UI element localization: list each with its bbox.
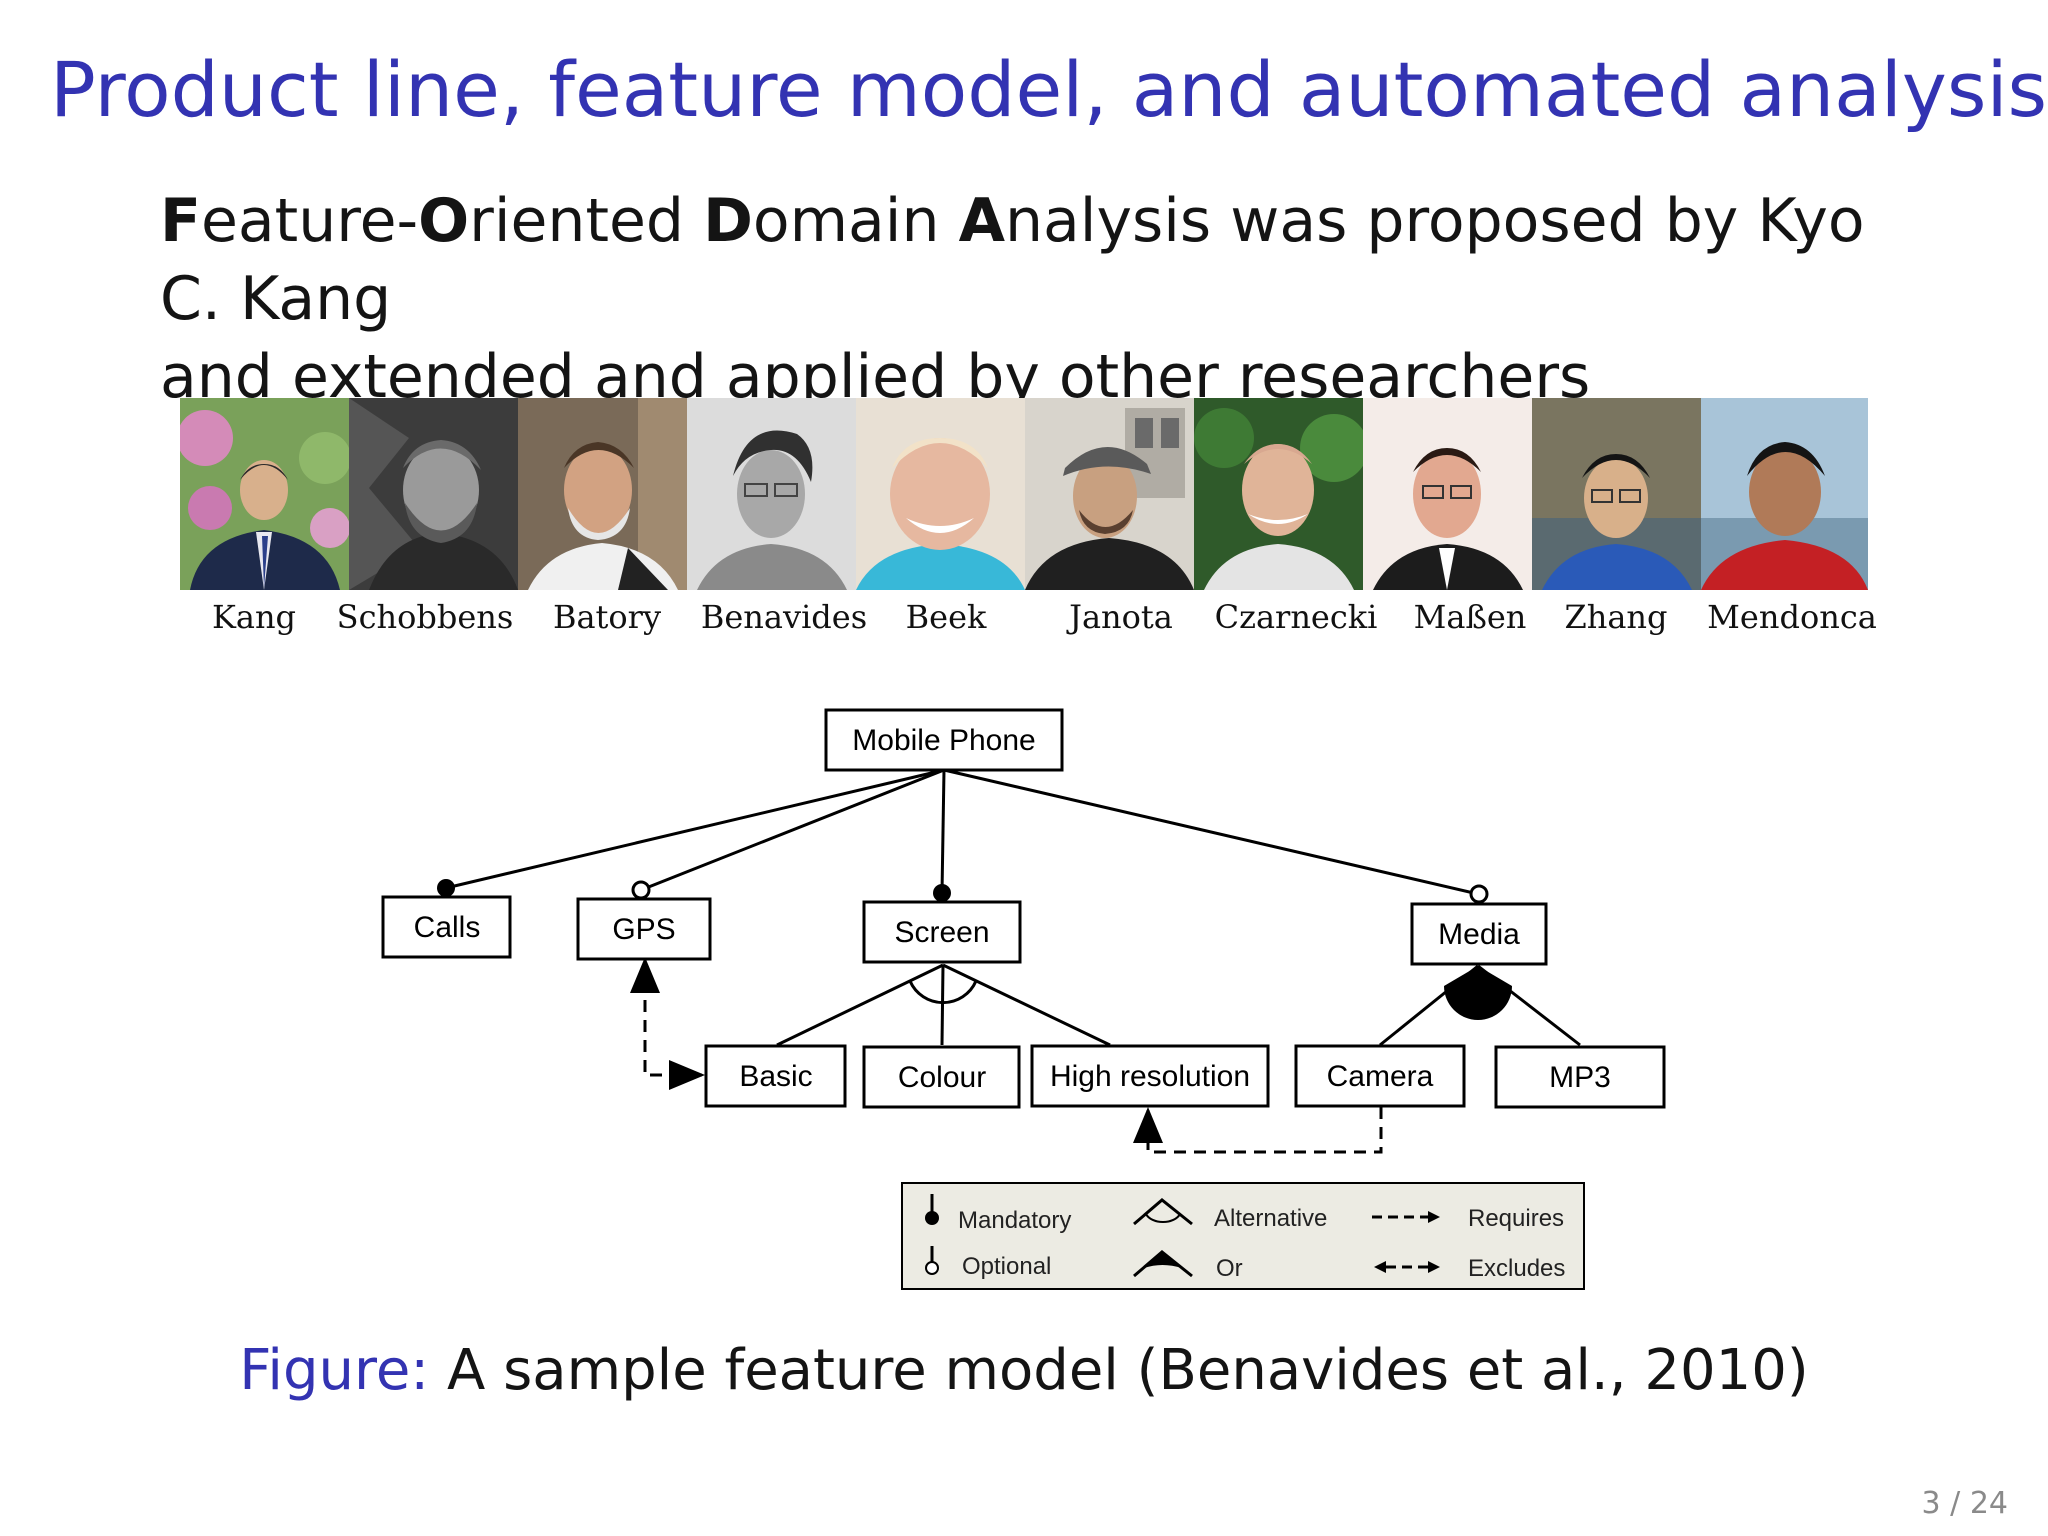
researcher-name: Mendonca [1707, 598, 1877, 636]
page-number: 3 / 24 [1921, 1486, 2008, 1521]
intro-text: riented [469, 186, 704, 256]
researcher-photos [180, 398, 1868, 590]
svg-text:Calls: Calls [414, 911, 481, 944]
figure-caption-text: A sample feature model (Benavides et al.… [446, 1338, 1809, 1403]
feature-media: Media [1410, 902, 1548, 966]
requires-legend-icon [1372, 1211, 1440, 1223]
mandatory-legend-icon [925, 1194, 939, 1225]
researcher-name: Janota [1069, 598, 1173, 636]
researcher-photo [1363, 398, 1532, 590]
legend-requires-label: Requires [1468, 1205, 1564, 1232]
tree-edges [445, 768, 1581, 1047]
feature-high-resolution: High resolution [1030, 1044, 1270, 1108]
alternative-legend-icon [1133, 1198, 1193, 1226]
svg-text:Camera: Camera [1327, 1060, 1434, 1093]
researcher-name: Batory [552, 598, 662, 636]
optional-marker [1469, 884, 1489, 904]
mandatory-marker [933, 884, 951, 902]
researcher-photo [180, 398, 349, 590]
svg-text:High resolution: High resolution [1050, 1060, 1250, 1093]
legend-alternative-label: Alternative [1214, 1205, 1327, 1232]
intro-initial-f: F [160, 186, 201, 256]
feature-mp3: MP3 [1494, 1045, 1666, 1109]
feature-colour: Colour [862, 1045, 1021, 1109]
feature-camera: Camera [1294, 1044, 1466, 1108]
svg-text:Mobile Phone: Mobile Phone [852, 724, 1035, 757]
figure-caption-label: Figure: [239, 1338, 430, 1403]
svg-text:Basic: Basic [739, 1060, 812, 1093]
researcher-photo [1532, 398, 1701, 590]
alternative-group-arc [908, 980, 978, 1005]
feature-screen: Screen [862, 900, 1022, 964]
optional-legend-icon [925, 1246, 939, 1275]
feature-basic: Basic [704, 1044, 847, 1108]
intro-paragraph: Feature-Oriented Domain Analysis was pro… [160, 182, 1880, 416]
researcher-photo [1025, 398, 1194, 590]
legend-mandatory-label: Mandatory [958, 1207, 1071, 1234]
or-legend-icon [1133, 1250, 1193, 1278]
researcher-name: Zhang [1564, 598, 1668, 636]
svg-text:Media: Media [1438, 918, 1520, 951]
intro-initial-o: O [418, 186, 470, 256]
researcher-names: Kang Schobbens Batory Benavides Beek Jan… [180, 598, 1900, 638]
intro-initial-a: A [958, 186, 1006, 256]
feature-calls: Calls [381, 895, 512, 959]
figure-caption: Figure: A sample feature model (Benavide… [0, 1338, 2048, 1403]
or-group-arc [1444, 966, 1512, 1020]
svg-text:MP3: MP3 [1549, 1061, 1611, 1094]
legend-or-label: Or [1216, 1255, 1243, 1282]
feature-mobile-phone: Mobile Phone [824, 708, 1064, 772]
researcher-photo [518, 398, 687, 590]
svg-text:GPS: GPS [612, 913, 675, 946]
slide-title: Product line, feature model, and automat… [50, 45, 2048, 134]
feature-model-diagram: Mobile Phone Calls GPS Screen Media Basi… [381, 708, 1666, 1290]
intro-text: eature- [201, 186, 419, 256]
researcher-photo [1701, 398, 1868, 590]
legend-optional-label: Optional [962, 1253, 1051, 1280]
svg-text:Screen: Screen [894, 916, 989, 949]
legend-excludes-label: Excludes [1468, 1255, 1565, 1282]
researcher-name: Beek [905, 598, 987, 636]
intro-text: nalysis was proposed by Kyo C. Kang [160, 186, 1865, 334]
intro-initial-d: D [703, 186, 753, 256]
researcher-photo [349, 398, 518, 590]
researcher-photo [856, 398, 1025, 590]
researcher-name: Kang [211, 598, 297, 636]
excludes-arrow [1146, 1107, 1383, 1154]
requires-arrow [643, 960, 705, 1090]
diagram-legend: Mandatory Optional Alternative Or Requir… [901, 1182, 1585, 1290]
feature-gps: GPS [576, 897, 712, 961]
intro-text: omain [752, 186, 959, 256]
svg-text:Colour: Colour [898, 1061, 986, 1094]
researcher-name: Schobbens [336, 598, 514, 636]
optional-marker [631, 880, 651, 900]
excludes-legend-icon [1374, 1261, 1440, 1273]
mandatory-marker [437, 879, 455, 897]
researcher-name: Czarnecki [1214, 598, 1378, 636]
researcher-name: Benavides [700, 598, 868, 636]
intro-line-1: Feature-Oriented Domain Analysis was pro… [160, 182, 1880, 338]
researcher-photo [687, 398, 856, 590]
researcher-photo [1194, 398, 1363, 590]
researcher-name: Maßen [1413, 598, 1527, 636]
